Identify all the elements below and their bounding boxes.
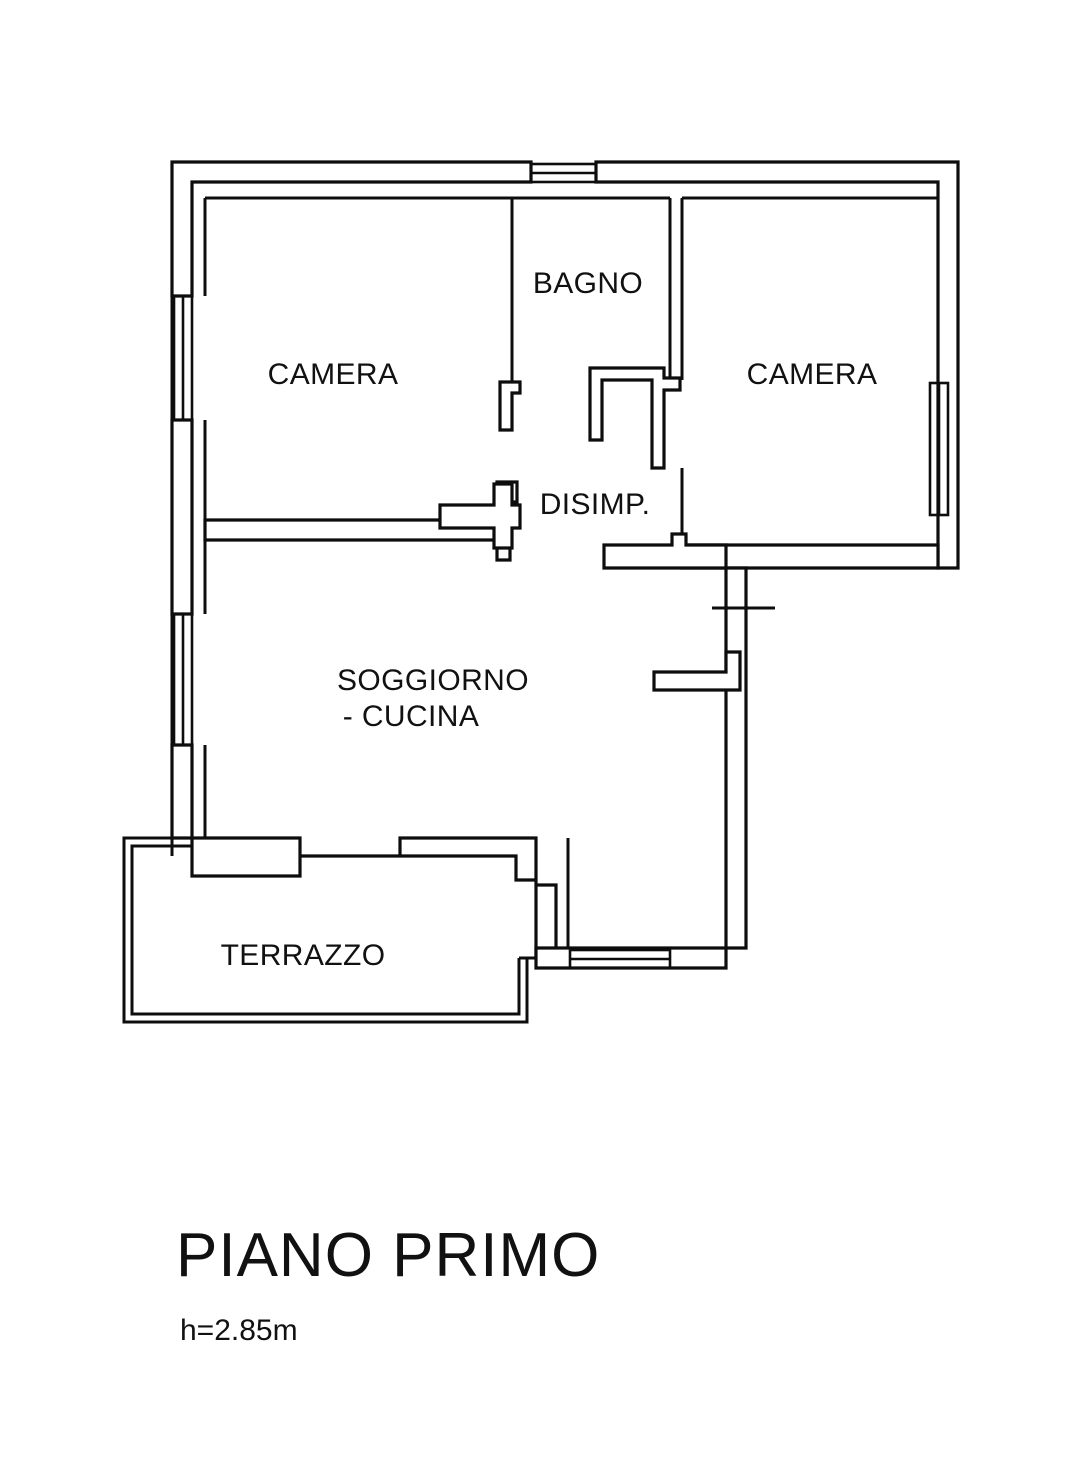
entry-block-bottom-right xyxy=(534,838,728,970)
wall-corridor-stub-lower xyxy=(652,650,742,692)
room-label-camera-right: CAMERA xyxy=(747,358,878,391)
wall-outer-left-lower xyxy=(170,743,194,840)
room-label-soggiorno: SOGGIORNO xyxy=(337,664,529,697)
window-left-camera-icon xyxy=(172,294,194,422)
window-top-bagno-icon xyxy=(529,162,598,184)
wall-bagno-bottom xyxy=(588,366,682,470)
page-title: PIANO PRIMO xyxy=(176,1221,600,1290)
room-label-cucina: - CUCINA xyxy=(343,700,480,733)
wall-corridor-top xyxy=(602,532,728,570)
wall-entry-vertical xyxy=(534,885,558,948)
wall-terrazzo-outer xyxy=(122,836,529,1024)
wall-camera-left-inner xyxy=(205,196,514,382)
window-bottom-terrace-icon xyxy=(568,948,672,970)
room-label-camera-left: CAMERA xyxy=(268,358,399,391)
window-group xyxy=(172,162,950,970)
window-left-soggiorno-icon xyxy=(172,612,194,747)
room-label-bagno: BAGNO xyxy=(533,267,643,300)
window-right-camera-icon xyxy=(928,381,950,517)
room-label-group: CAMERA BAGNO CAMERA DISIMP. SOGGIORNO - … xyxy=(221,267,878,972)
wall-outer-left-upper xyxy=(170,418,194,616)
room-label-disimpegno: DISIMP. xyxy=(540,488,651,521)
wall-camera-left-right xyxy=(498,380,522,432)
wall-outer-top-left xyxy=(170,160,533,298)
title-block: PIANO PRIMO h=2.85m xyxy=(176,1221,600,1347)
room-label-terrazzo: TERRAZZO xyxy=(221,939,386,972)
room-soggiorno-cucina xyxy=(190,540,558,960)
room-bagno xyxy=(510,196,682,470)
wall-disimp-tstub xyxy=(438,482,522,550)
wall-corridor-vertical xyxy=(724,566,748,950)
room-terrazzo xyxy=(122,836,556,1024)
ceiling-height-note: h=2.85m xyxy=(180,1314,298,1347)
wall-terrazzo-outer-inner xyxy=(130,844,521,1016)
room-disimpegno xyxy=(438,482,775,950)
